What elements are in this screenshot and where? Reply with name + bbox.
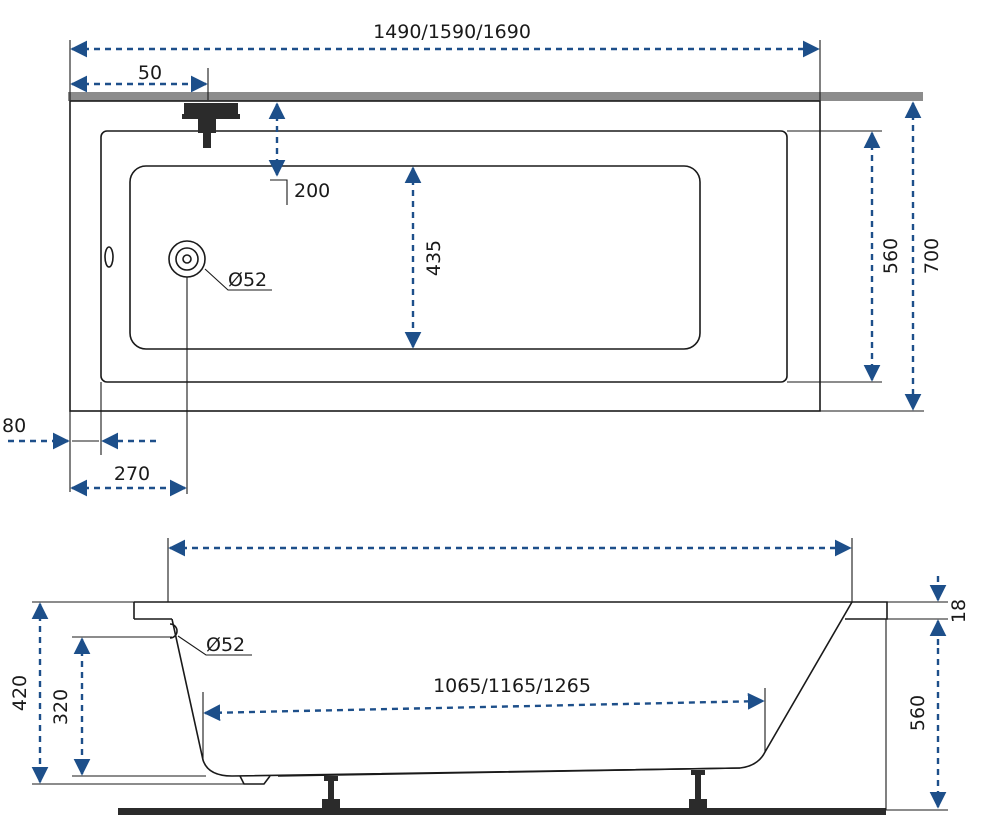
dim-bottom-length <box>203 692 765 722</box>
label-tap-offset: 50 <box>138 62 162 84</box>
floor-strip <box>118 808 886 815</box>
side-view: 420 320 Ø52 1065/1165/1265 18 560 <box>9 538 970 815</box>
label-overflow-height: 320 <box>50 689 72 725</box>
wall-strip <box>68 92 923 101</box>
tub-rim <box>134 601 888 620</box>
tap-icon <box>182 103 240 148</box>
label-drain-diameter-side: Ø52 <box>206 634 245 656</box>
tub-basin <box>129 165 701 350</box>
overflow-slot <box>104 246 114 268</box>
label-apron-height: 560 <box>907 695 929 731</box>
leg-left-icon <box>322 776 340 808</box>
label-drain-diameter-top: Ø52 <box>228 269 267 291</box>
label-total-length: 1490/1590/1690 <box>373 21 531 43</box>
tub-outer-rim <box>69 100 821 412</box>
label-outer-width-inner: 560 <box>880 238 902 274</box>
top-view: 1490/1590/1690 50 200 435 560 700 Ø52 80 <box>2 21 943 497</box>
label-drain-position: 270 <box>114 463 150 485</box>
label-outer-width: 700 <box>921 238 943 274</box>
drain-icon <box>168 240 206 278</box>
overflow-icon <box>169 623 178 639</box>
label-rim-thickness: 18 <box>948 599 970 623</box>
label-height-total: 420 <box>9 675 31 711</box>
leg-right-icon <box>689 770 707 808</box>
label-tap-depth: 200 <box>294 180 330 202</box>
label-inner-width: 435 <box>423 240 445 276</box>
label-drain-offset: 80 <box>2 415 26 437</box>
tub-inner-rim <box>100 130 788 383</box>
label-bottom-length: 1065/1165/1265 <box>433 675 591 697</box>
